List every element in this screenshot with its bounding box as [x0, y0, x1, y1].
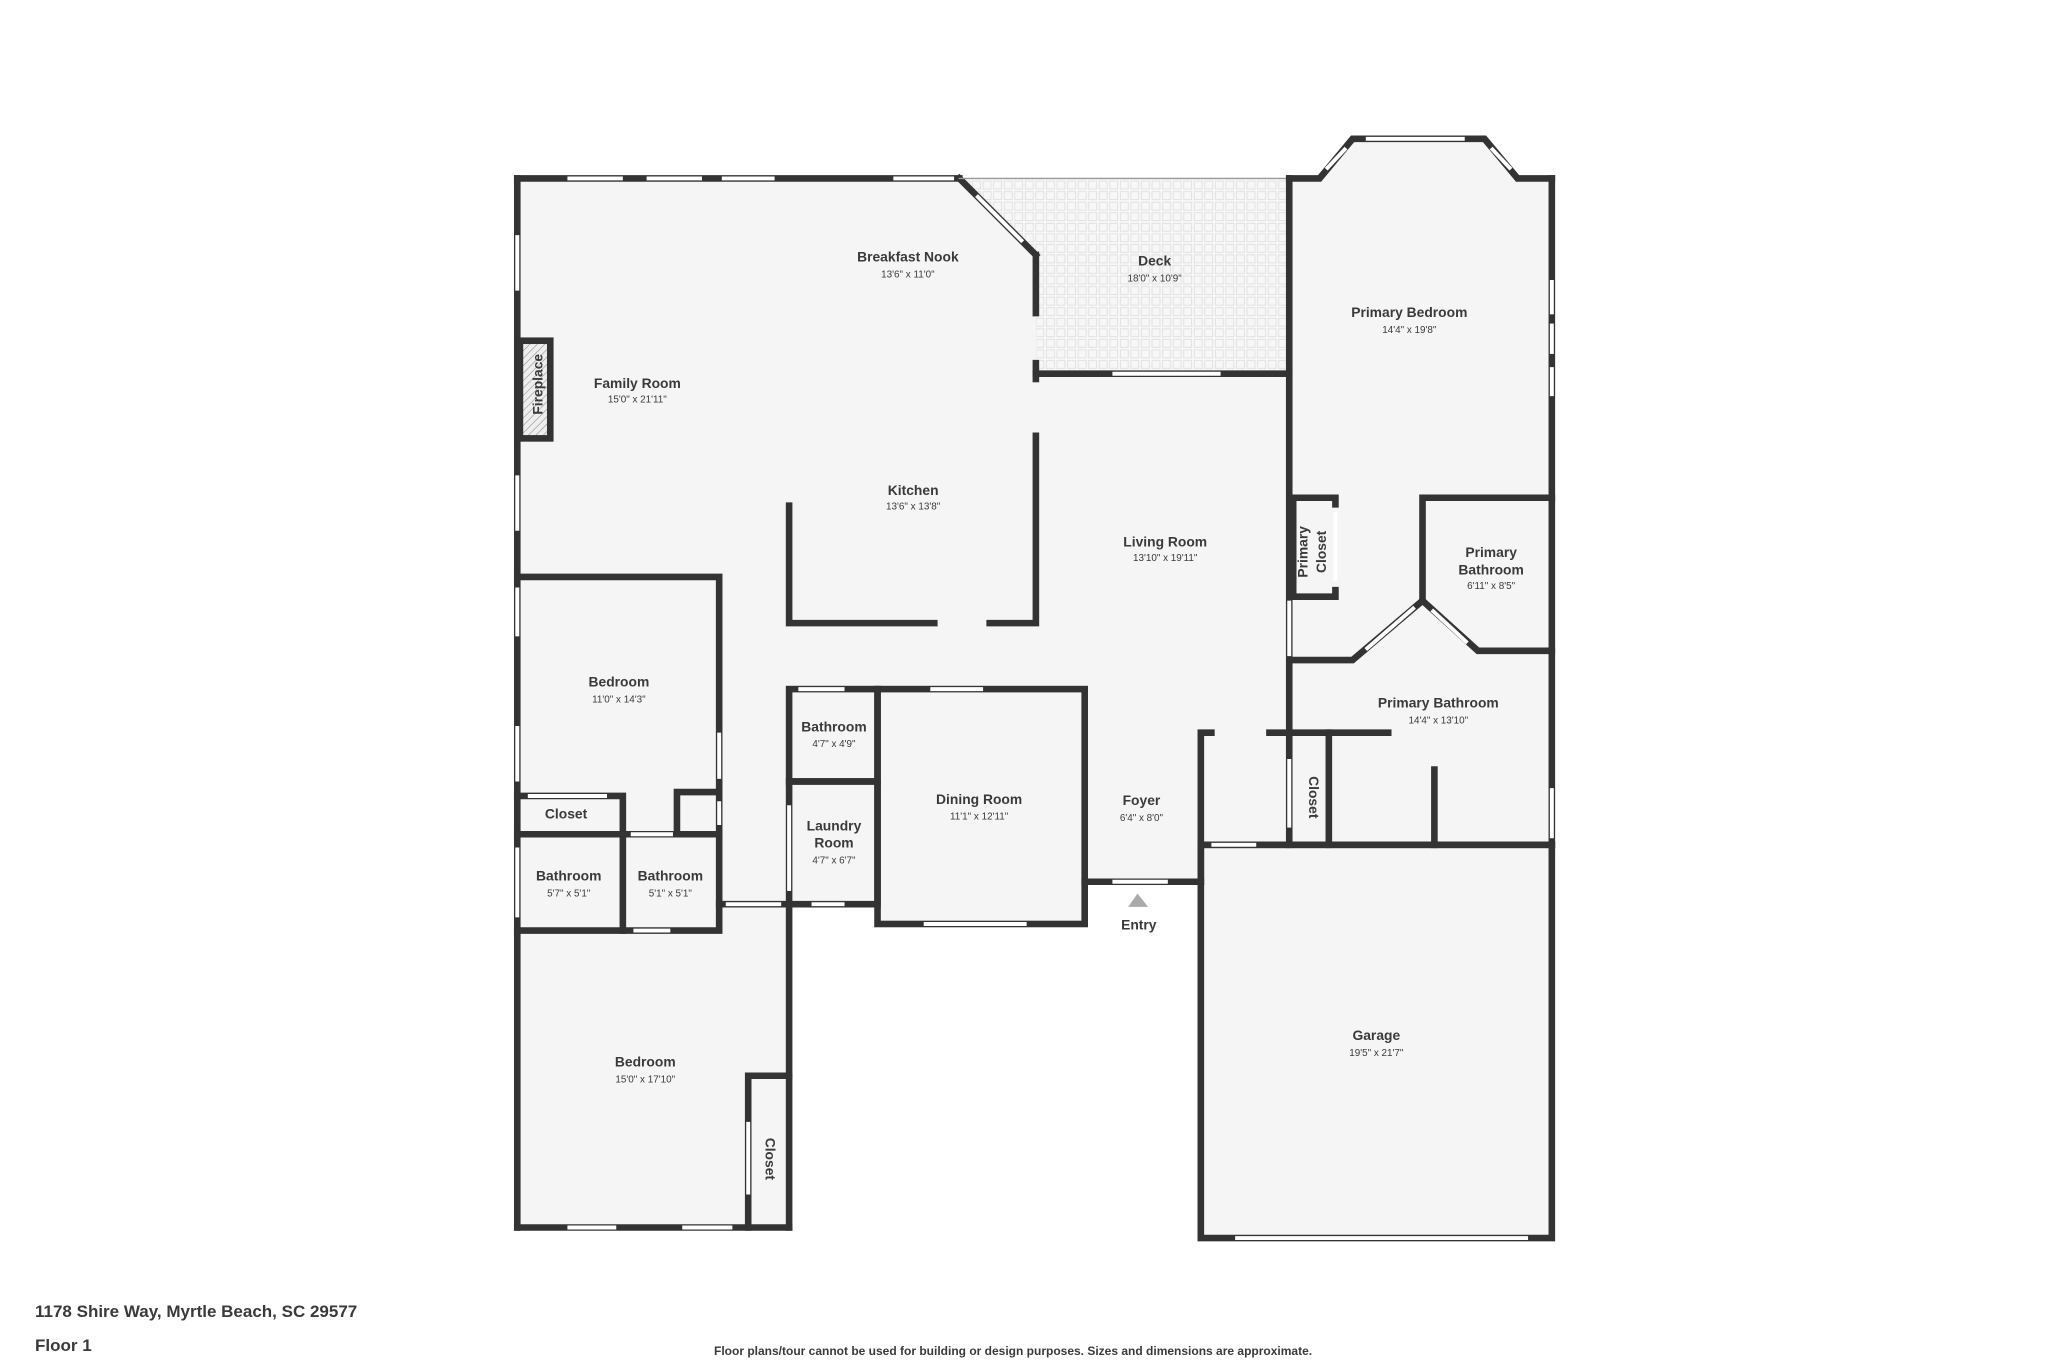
room-dims: 11'0" x 14'3"	[592, 694, 646, 705]
room-dims: 14'4" x 13'10"	[1409, 715, 1469, 726]
room-name: Closet	[1313, 530, 1329, 573]
entry-arrow-icon	[1128, 893, 1149, 907]
room-dims: 4'7" x 6'7"	[812, 855, 856, 866]
room-name: Dining Room	[936, 791, 1022, 807]
room-name: Laundry	[807, 817, 862, 833]
room-name: Fireplace	[529, 354, 545, 415]
room-name: Bedroom	[615, 1054, 676, 1070]
room-name: Closet	[545, 805, 588, 821]
room-dims: 19'5" x 21'7"	[1349, 1048, 1404, 1059]
room-name: Kitchen	[888, 482, 939, 498]
room-dims: 6'11" x 8'5"	[1467, 581, 1515, 592]
disclaimer-text: Floor plans/tour cannot be used for buil…	[714, 1344, 1313, 1358]
room-name: Primary Bathroom	[1378, 695, 1499, 711]
room-name: Primary Bedroom	[1351, 304, 1467, 320]
room-name: Garage	[1352, 1027, 1400, 1043]
fireplace-hearth	[519, 343, 549, 436]
room-labels: Breakfast Nook 13'6" x 11'0" Deck 18'0" …	[529, 249, 1523, 1181]
room-dims: 4'7" x 4'9"	[812, 739, 856, 750]
room-name: Primary	[1465, 544, 1517, 560]
room-name: Bathroom	[801, 718, 866, 734]
room-name: Foyer	[1123, 792, 1161, 808]
room-name: Bedroom	[589, 673, 650, 689]
room-dims: 14'4" x 19'8"	[1382, 325, 1437, 336]
room-name: Living Room	[1123, 534, 1207, 550]
room-dims: 5'7" x 5'1"	[547, 888, 591, 899]
room-name: Family Room	[594, 375, 681, 391]
floor-fill	[517, 138, 1552, 1239]
room-dims: 13'10" x 19'11"	[1133, 553, 1198, 564]
room-name: Primary	[1295, 526, 1311, 578]
room-dims: 15'0" x 17'10"	[615, 1074, 675, 1085]
room-name: Bathroom	[1458, 561, 1523, 577]
room-dims: 5'1" x 5'1"	[649, 888, 693, 899]
room-dims: 18'0" x 10'9"	[1128, 273, 1183, 284]
room-name: Bathroom	[638, 867, 703, 883]
room-name: Room	[814, 834, 853, 850]
room-dims: 15'0" x 21'11"	[608, 395, 667, 406]
room-name: Deck	[1138, 253, 1171, 269]
deck-surface	[959, 178, 1290, 374]
room-name: Breakfast Nook	[857, 249, 959, 265]
room-dims: 11'1" x 12'11"	[950, 812, 1009, 823]
room-dims: 6'4" x 8'0"	[1120, 813, 1164, 824]
room-dims: 13'6" x 13'8"	[886, 502, 941, 513]
room-name: Closet	[762, 1138, 778, 1181]
entry-label: Entry	[1121, 916, 1157, 932]
room-name: Bathroom	[536, 867, 601, 883]
floor-label: Floor 1	[35, 1336, 92, 1355]
room-dims: 13'6" x 11'0"	[881, 269, 935, 280]
room-name: Closet	[1306, 776, 1322, 819]
windows	[515, 136, 1554, 1241]
address-label: 1178 Shire Way, Myrtle Beach, SC 29577	[35, 1302, 358, 1321]
